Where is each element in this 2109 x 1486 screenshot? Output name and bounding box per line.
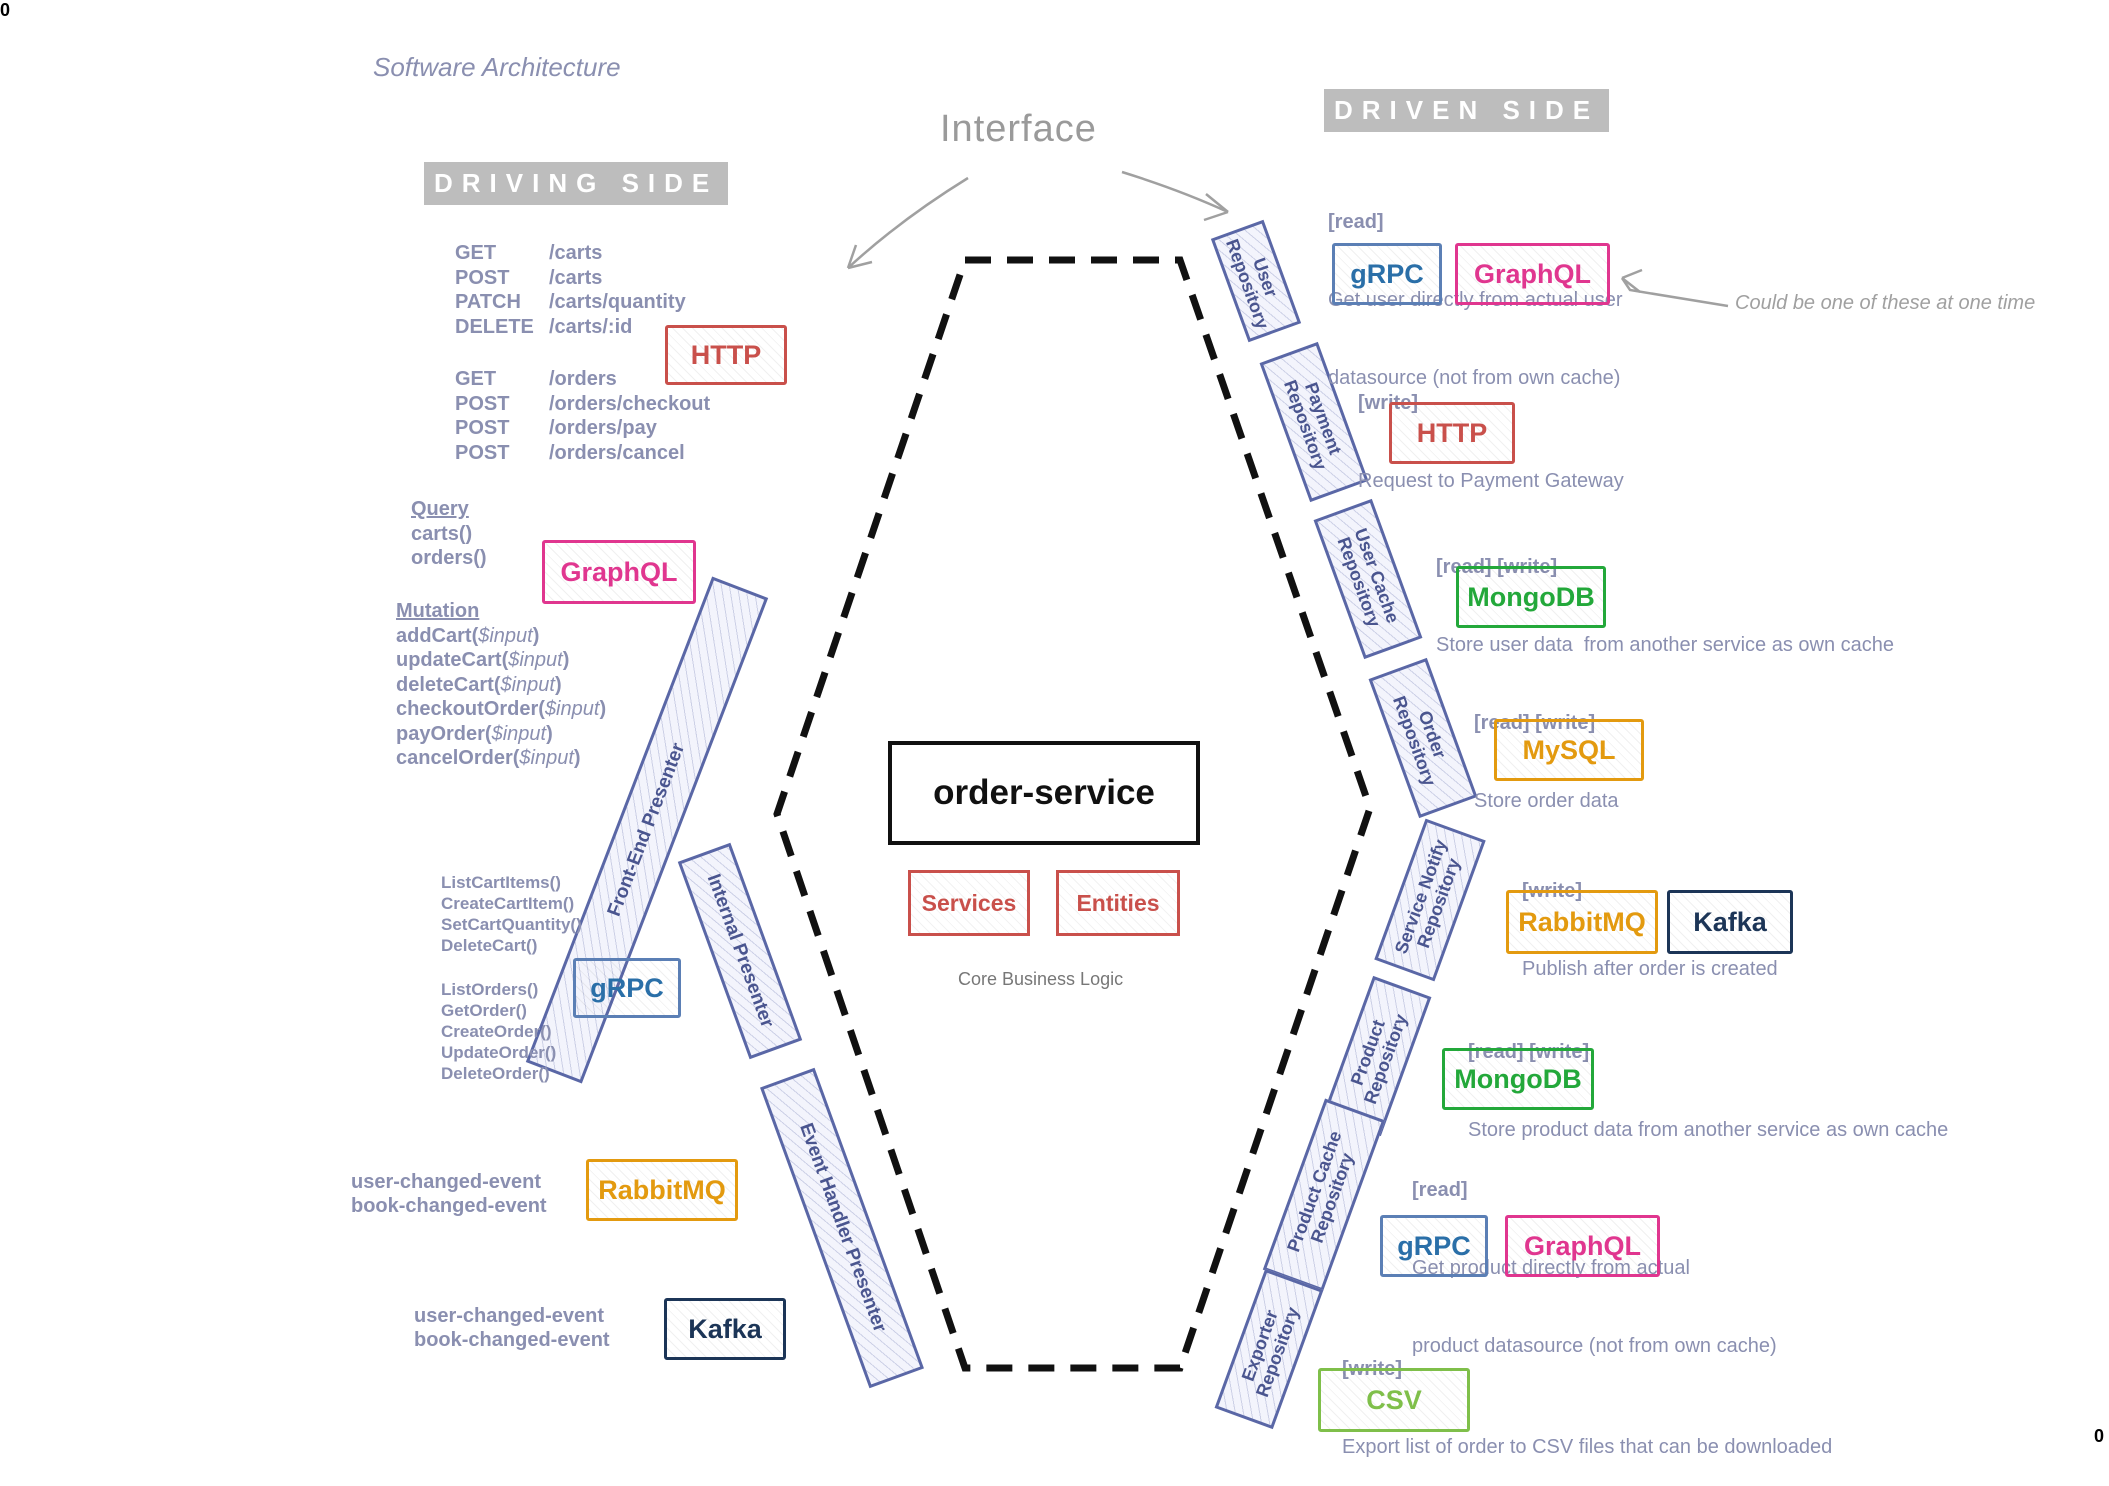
interface-arrows <box>846 170 1729 308</box>
user-repo-graphql-badge: GraphQL <box>1455 243 1610 305</box>
route-row: GET/orders <box>455 368 617 390</box>
service-notify-repository-desc: [write] Publish after order is created <box>1522 826 1778 1008</box>
core-caption: Core Business Logic <box>958 969 1124 989</box>
http-routes-carts: GET/carts POST/carts PATCH/carts/quantit… <box>455 241 686 339</box>
interface-arrow-right <box>1121 170 1229 214</box>
hexagon-boundary <box>773 256 1374 1372</box>
interface-arrow-left <box>847 176 969 269</box>
core-services-chip: Services <box>908 870 1030 936</box>
event-name: book-changed-event <box>351 1195 547 1217</box>
graphql-query: carts() <box>411 522 473 545</box>
graphql-mutation-heading: Mutation <box>396 600 480 622</box>
product-repo-mongodb-badge: MongoDB <box>1442 1048 1594 1110</box>
driving-grpc-badge: gRPC <box>573 958 681 1018</box>
driving-graphql-badge: GraphQL <box>542 540 696 604</box>
grpc-method: GetOrder() <box>441 1001 527 1020</box>
alternatives-note: Could be one of these at one time <box>1735 292 2036 314</box>
user-cache-repository-desc: [read] [write] Store user data from anot… <box>1436 502 1894 684</box>
route-row: POST/carts <box>455 266 603 289</box>
grpc-method: CreateOrder() <box>441 1022 552 1041</box>
grpc-method: DeleteOrder() <box>441 1064 550 1083</box>
user-cache-mongodb-badge: MongoDB <box>1456 566 1606 628</box>
route-row: PATCH/carts/quantity <box>455 291 686 313</box>
route-row: POST/orders/pay <box>455 417 657 439</box>
route-row: GET/carts <box>455 242 603 264</box>
page-title: Software Architecture <box>373 52 621 82</box>
graphql-queries: Query carts() orders() <box>411 497 487 571</box>
graphql-query: orders() <box>411 547 487 569</box>
product-cache-graphql-badge: GraphQL <box>1505 1215 1660 1277</box>
core-entities-chip: Entities <box>1056 870 1180 936</box>
alternatives-arrow <box>1620 277 1729 308</box>
http-routes-orders: GET/orders POST/orders/checkout POST/ord… <box>455 367 710 465</box>
graphql-mutation: addCart($input) <box>396 624 540 647</box>
grpc-methods-orders: ListOrders() GetOrder() CreateOrder() Up… <box>441 979 556 1084</box>
graphql-mutation: payOrder($input) <box>396 722 553 745</box>
route-row: POST/orders/cancel <box>455 441 685 464</box>
grpc-method: UpdateOrder() <box>441 1043 557 1062</box>
driving-kafka-badge: Kafka <box>664 1298 786 1360</box>
payment-repository-desc: [write] Request to Payment Gateway <box>1358 392 1624 492</box>
grpc-method: ListOrders() <box>441 980 539 999</box>
grpc-method: DeleteCart() <box>441 936 538 955</box>
driven-side-label: DRIVEN SIDE <box>1324 89 1610 132</box>
grpc-method: SetCartQuantity() <box>441 915 582 934</box>
access-tag: [write] <box>1358 392 1418 414</box>
corner-mark-bottom-right: 0 <box>2094 1426 2105 1446</box>
route-row: DELETE/carts/:id <box>455 315 633 338</box>
event-name: book-changed-event <box>414 1329 610 1351</box>
kafka-events: user-changed-event book-changed-event <box>414 1304 610 1352</box>
interface-label: Interface <box>940 108 1097 150</box>
driving-http-badge: HTTP <box>665 325 787 385</box>
event-name: user-changed-event <box>351 1171 542 1193</box>
rabbitmq-events: user-changed-event book-changed-event <box>351 1170 547 1218</box>
graphql-mutation: deleteCart($input) <box>396 673 562 696</box>
grpc-methods-carts: ListCartItems() CreateCartItem() SetCart… <box>441 872 582 956</box>
grpc-method: CreateCartItem() <box>441 894 575 913</box>
notify-rabbitmq-badge: RabbitMQ <box>1506 890 1658 954</box>
grpc-method: ListCartItems() <box>441 873 561 892</box>
product-repository-desc: [read] [write] Store product data from a… <box>1468 987 1948 1169</box>
corner-mark-top-left: 0 <box>0 0 11 20</box>
graphql-mutations: Mutation addCart($input) updateCart($inp… <box>396 599 606 771</box>
access-tag: [read] <box>1328 211 1384 233</box>
access-tag: [read] [write] <box>1468 1039 1948 1065</box>
core-service-title: order-service <box>888 741 1200 845</box>
access-tag: [read] [write] <box>1474 710 1619 736</box>
graphql-query-heading: Query <box>411 498 469 520</box>
graphql-mutation: checkoutOrder($input) <box>396 698 607 720</box>
hexagon-diagram <box>773 170 1729 1372</box>
exporter-csv-badge: CSV <box>1318 1368 1470 1432</box>
driving-rabbitmq-badge: RabbitMQ <box>586 1159 738 1221</box>
access-tag: [read] <box>1412 1179 1468 1201</box>
product-cache-repository-desc: [read] Get product directly from actual … <box>1412 1179 1777 1357</box>
graphql-mutation: updateCart($input) <box>396 649 570 671</box>
driving-side-label: DRIVING SIDE <box>424 162 729 205</box>
payment-repo-http-badge: HTTP <box>1389 402 1515 464</box>
order-repository-desc: [read] [write] Store order data <box>1474 658 1619 840</box>
product-cache-grpc-badge: gRPC <box>1380 1215 1488 1277</box>
order-repo-mysql-badge: MySQL <box>1494 719 1644 781</box>
graphql-mutation: cancelOrder($input) <box>396 747 581 769</box>
user-repo-grpc-badge: gRPC <box>1332 243 1442 305</box>
event-name: user-changed-event <box>414 1305 605 1327</box>
route-row: POST/orders/checkout <box>455 392 711 415</box>
notify-kafka-badge: Kafka <box>1667 890 1793 954</box>
